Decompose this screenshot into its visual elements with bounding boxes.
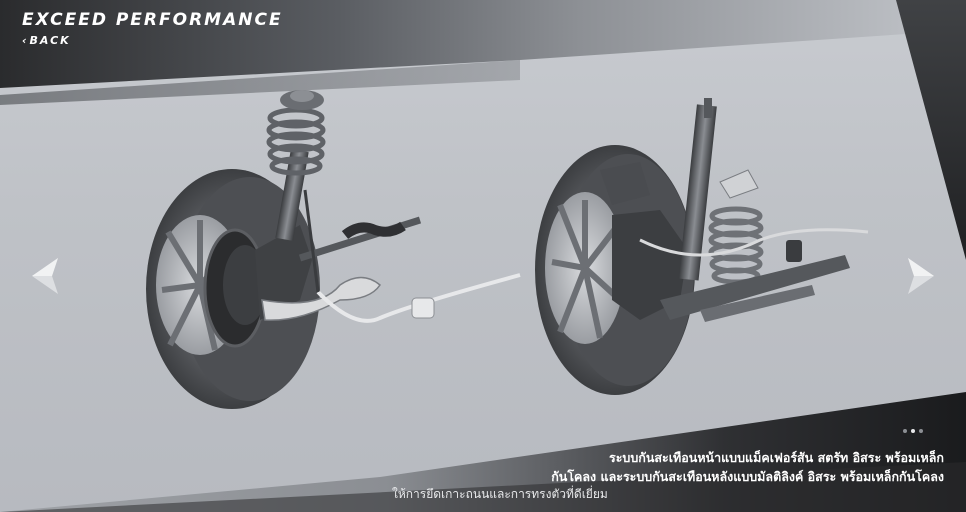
feature-caption: ระบบกันสะเทือนหน้าแบบแม็คเฟอร์สัน สตรัท … bbox=[384, 448, 944, 503]
chevron-left-icon[interactable] bbox=[28, 256, 62, 296]
rear-coil-spring bbox=[708, 206, 764, 285]
chevron-right-icon[interactable] bbox=[904, 256, 938, 296]
caption-line-3: ให้การยึดเกาะถนนและการทรงตัวที่ดีเยี่ยม bbox=[392, 487, 608, 501]
rear-shock-absorber bbox=[678, 104, 717, 281]
slider-dot[interactable] bbox=[919, 429, 923, 433]
back-link[interactable]: ‹BACK bbox=[22, 34, 71, 47]
rear-suspension-illustration bbox=[535, 98, 869, 395]
slider-pagination bbox=[903, 429, 923, 433]
front-coil-spring bbox=[266, 107, 326, 176]
slider-dot[interactable] bbox=[903, 429, 907, 433]
caption-line-2: กันโคลง และระบบกันสะเทือนหลังแบบมัลติลิง… bbox=[551, 469, 944, 484]
back-label: BACK bbox=[29, 34, 71, 47]
page-title: EXCEED PERFORMANCE bbox=[22, 10, 283, 30]
front-suspension-illustration bbox=[146, 90, 521, 409]
caption-line-1: ระบบกันสะเทือนหน้าแบบแม็คเฟอร์สัน สตรัท … bbox=[609, 450, 944, 465]
chevron-left-small-icon: ‹ bbox=[22, 34, 29, 47]
slider-dot-active[interactable] bbox=[911, 429, 915, 433]
